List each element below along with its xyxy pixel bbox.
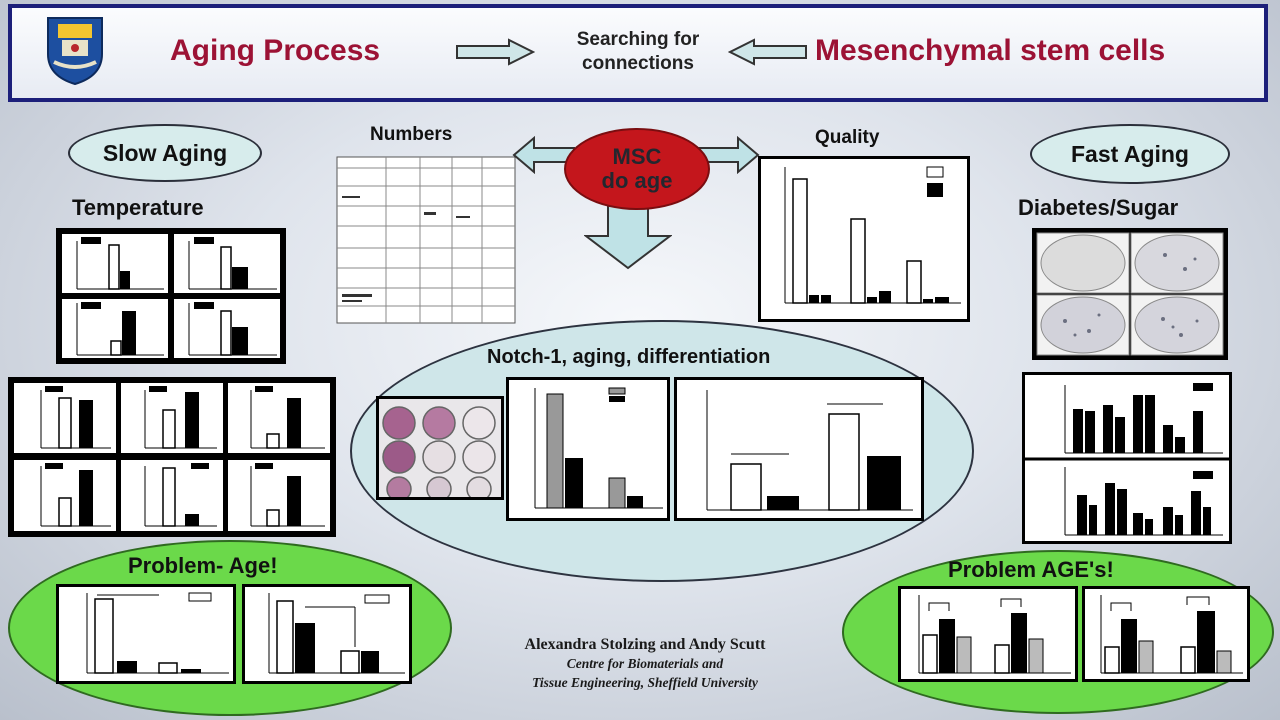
slow-aging-oval: Slow Aging — [68, 124, 262, 182]
university-crest-icon — [44, 14, 106, 86]
problem-age-chart-2 — [242, 584, 412, 684]
problem-ages-title: Problem AGE's! — [948, 557, 1114, 582]
temp-chart-3 — [62, 299, 168, 358]
hypoxia-bar-chart-panel — [674, 377, 924, 521]
slow-aging-mini-charts — [11, 380, 333, 534]
fast-aging-label: Fast Aging — [1071, 140, 1189, 167]
problem-ages-bars-2 — [1085, 589, 1247, 679]
well-plate-photo — [379, 399, 501, 502]
diabetes-bar-charts — [1025, 375, 1229, 541]
msc-down-arrow-icon — [584, 205, 672, 270]
temp-chart-1 — [62, 234, 168, 293]
sa-chart-6 — [228, 460, 330, 531]
left-arrow-icon — [728, 38, 807, 66]
institution-line-1: Centre for Biomaterials and — [566, 656, 724, 671]
problem-ages-chart-1 — [898, 586, 1078, 682]
numbers-label: Numbers — [370, 124, 453, 145]
diabetes-charts-panel — [1022, 372, 1232, 544]
notch-bar-chart — [509, 380, 667, 518]
msc-line-2: do age — [601, 168, 673, 193]
quality-chart-panel — [758, 156, 970, 322]
slow-aging-charts-panel — [8, 377, 336, 537]
notch-label: Notch-1, aging, differentiation — [487, 346, 771, 368]
slow-aging-label: Slow Aging — [102, 139, 228, 166]
temperature-charts-panel — [56, 228, 286, 364]
searching-connections-text: Searching for connections — [548, 28, 728, 76]
problem-age-bars-1 — [59, 587, 233, 681]
temperature-label: Temperature — [72, 195, 204, 220]
center-line-1: Searching for — [576, 29, 700, 50]
numbers-table-image — [336, 156, 516, 324]
fast-aging-oval: Fast Aging — [1030, 124, 1230, 184]
problem-age-title: Problem- Age! — [128, 553, 278, 578]
problem-ages-bars-1 — [901, 589, 1075, 679]
temperature-mini-charts — [59, 231, 283, 361]
msc-line-1: MSC — [612, 144, 662, 169]
author-names: Alexandra Stolzing and Andy Scutt — [524, 636, 766, 653]
differentiation-wells-image — [376, 396, 504, 502]
temp-chart-4 — [174, 299, 280, 358]
mesenchymal-stem-cells-title: Mesenchymal stem cells — [815, 34, 1166, 67]
sa-chart-4 — [14, 460, 116, 531]
institution-line-2: Tissue Engineering, Sheffield University — [532, 675, 758, 690]
hypoxia-bar-chart — [677, 380, 921, 518]
msc-do-age-oval: MSC do age — [564, 128, 710, 210]
diabetes-sugar-label: Diabetes/Sugar — [1018, 195, 1179, 220]
sa-chart-2 — [121, 383, 223, 453]
quality-label: Quality — [815, 127, 880, 148]
problem-ages-chart-2 — [1082, 586, 1250, 682]
authors-block: Alexandra Stolzing and Andy Scutt Centre… — [470, 636, 820, 692]
sa-chart-5 — [121, 460, 223, 531]
center-line-2: connections — [582, 53, 694, 74]
sa-chart-3 — [228, 383, 330, 453]
temp-chart-2 — [174, 234, 280, 293]
notch-bar-chart-panel — [506, 377, 670, 521]
cell-colony-images — [1032, 228, 1228, 360]
right-arrow-icon — [456, 38, 535, 66]
header-banner — [8, 4, 1268, 102]
sa-chart-1 — [14, 383, 116, 453]
aging-process-title: Aging Process — [170, 34, 381, 67]
quality-bar-chart — [761, 159, 967, 319]
problem-age-bars-2 — [245, 587, 409, 681]
colony-plate-photos — [1035, 231, 1225, 357]
problem-age-chart-1 — [56, 584, 236, 684]
